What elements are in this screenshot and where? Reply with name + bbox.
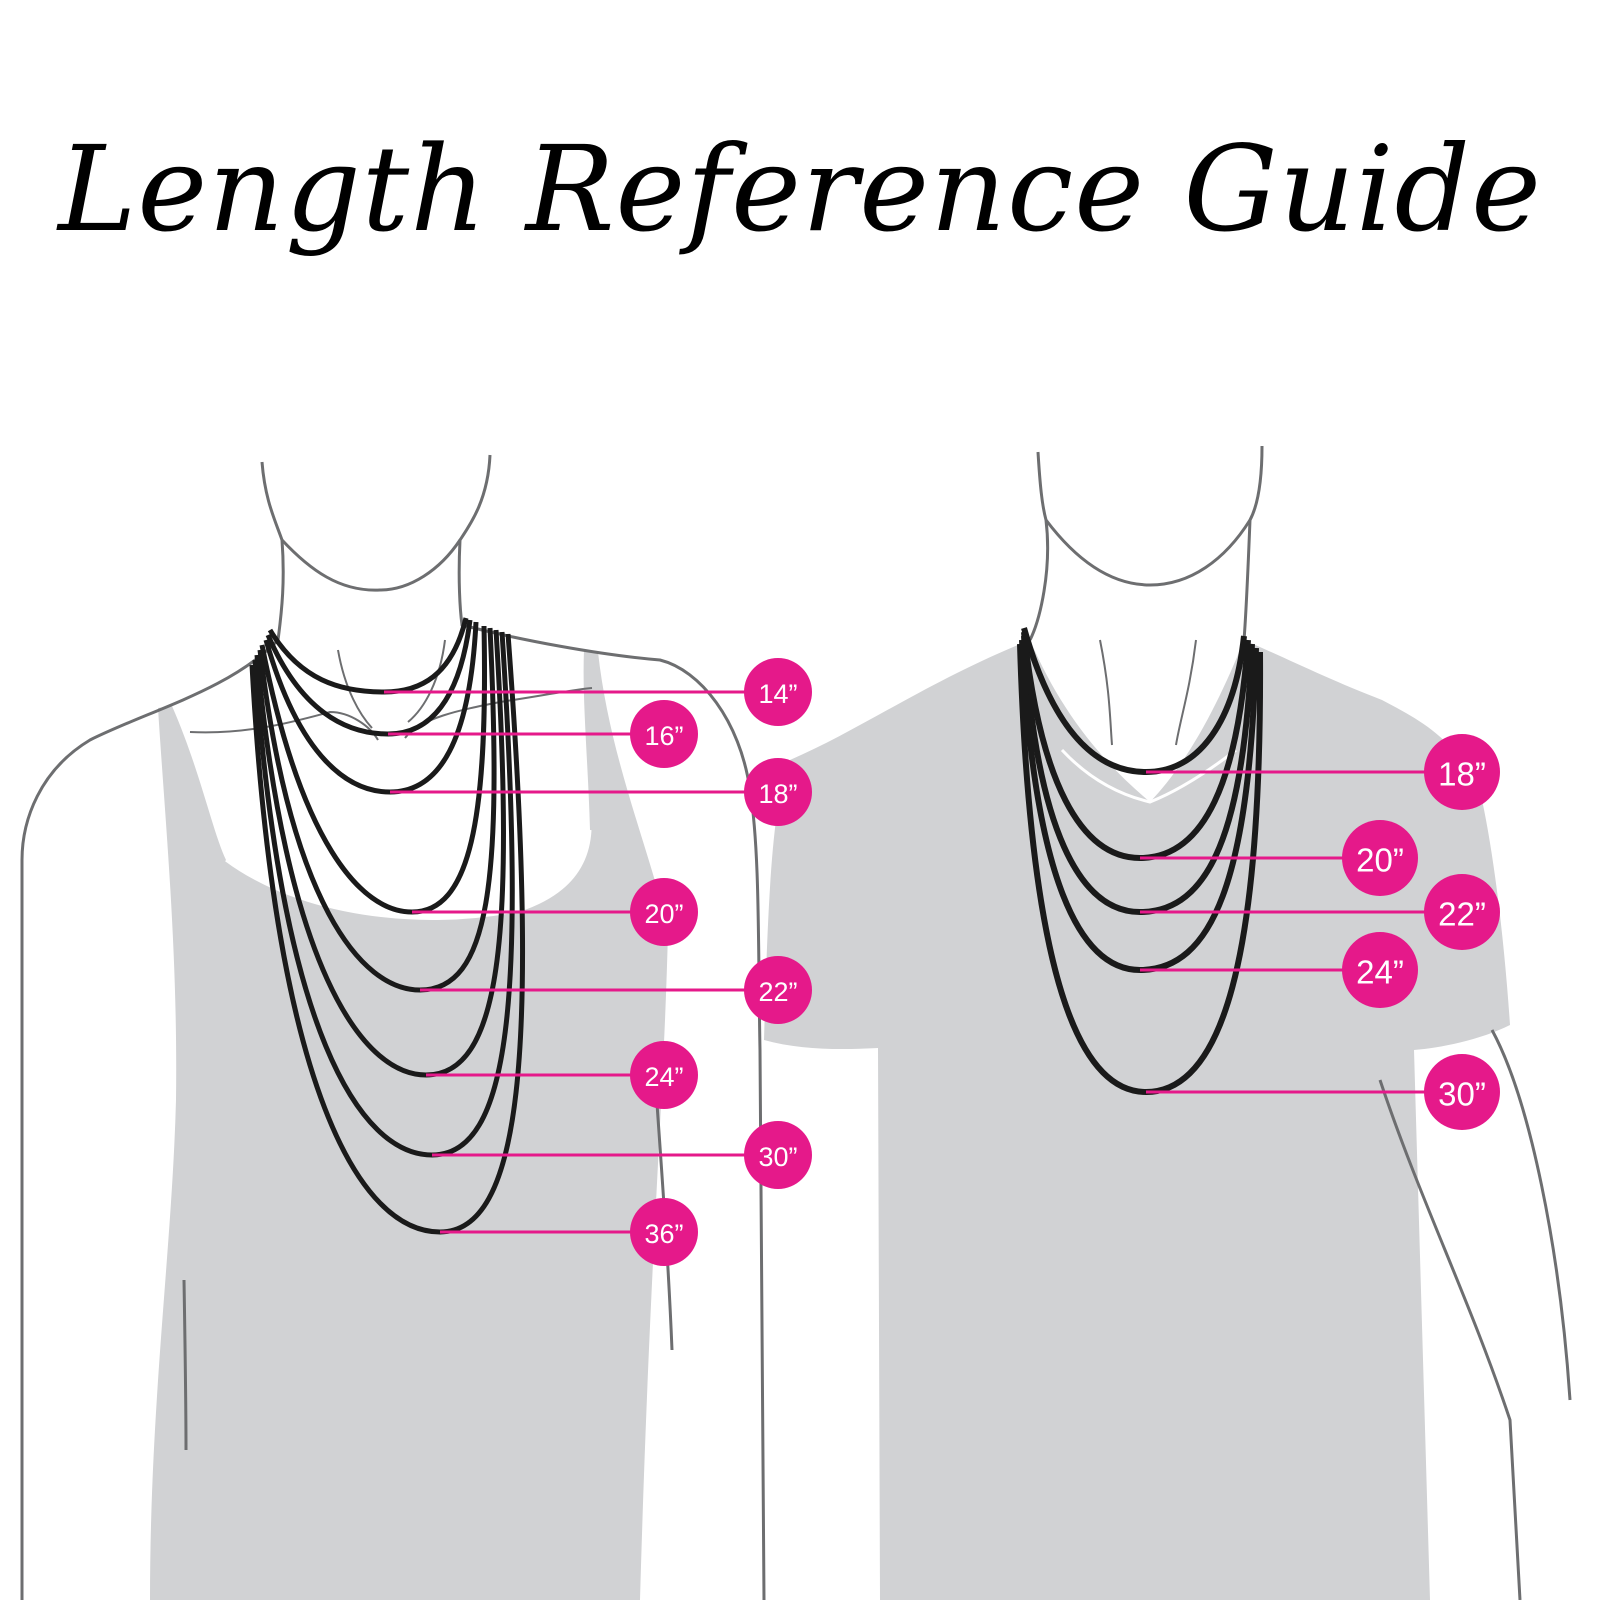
female-tank-top xyxy=(150,650,668,1600)
female-label-22: 22” xyxy=(420,956,812,1024)
male-neck-line xyxy=(1099,639,1197,746)
male-figure xyxy=(764,445,1572,1600)
female-label-30-text: 30” xyxy=(758,1142,797,1172)
male-vneck xyxy=(1060,748,1237,804)
female-label-16: 16” xyxy=(388,700,698,768)
male-chin xyxy=(1044,519,1252,587)
female-label-14-text: 14” xyxy=(758,679,797,709)
female-chain-16 xyxy=(265,619,473,737)
female-label-18-text: 18” xyxy=(758,779,797,809)
male-label-30-text: 30” xyxy=(1438,1076,1486,1113)
female-label-18: 18” xyxy=(390,758,812,826)
male-label-22: 22” xyxy=(1140,874,1500,950)
female-label-24: 24” xyxy=(426,1041,698,1109)
male-label-20: 20” xyxy=(1140,820,1418,896)
female-label-36-text: 36” xyxy=(644,1219,683,1249)
female-neck-line xyxy=(337,639,446,729)
male-label-24-text: 24” xyxy=(1356,954,1404,991)
female-chin xyxy=(280,538,462,592)
male-labels: 18” 20” 22” 24” 30” xyxy=(1140,734,1500,1130)
male-label-18-text: 18” xyxy=(1438,756,1486,793)
female-tank-neckline xyxy=(225,829,592,920)
male-label-24: 24” xyxy=(1140,932,1418,1008)
male-label-30: 30” xyxy=(1146,1054,1500,1130)
female-label-14: 14” xyxy=(384,658,812,726)
male-label-22-text: 22” xyxy=(1438,896,1486,933)
male-arm-outline xyxy=(1378,1029,1572,1600)
female-chain-14 xyxy=(267,617,469,695)
female-label-30: 30” xyxy=(432,1121,812,1189)
male-label-20-text: 20” xyxy=(1356,842,1404,879)
female-figure xyxy=(20,454,766,1600)
female-body-outline xyxy=(20,461,285,1600)
male-tshirt xyxy=(764,640,1510,1600)
female-label-22-text: 22” xyxy=(758,977,797,1007)
female-label-36: 36” xyxy=(440,1198,698,1266)
female-labels: 14” 16” 18” 20” 22” xyxy=(384,658,812,1266)
male-label-18: 18” xyxy=(1146,734,1500,810)
female-label-24-text: 24” xyxy=(644,1062,683,1092)
female-label-20-text: 20” xyxy=(644,899,683,929)
female-label-16-text: 16” xyxy=(644,721,683,751)
female-label-20: 20” xyxy=(412,878,698,946)
page-title: Length Reference Guide xyxy=(58,120,1542,258)
female-chain-20 xyxy=(259,625,488,915)
